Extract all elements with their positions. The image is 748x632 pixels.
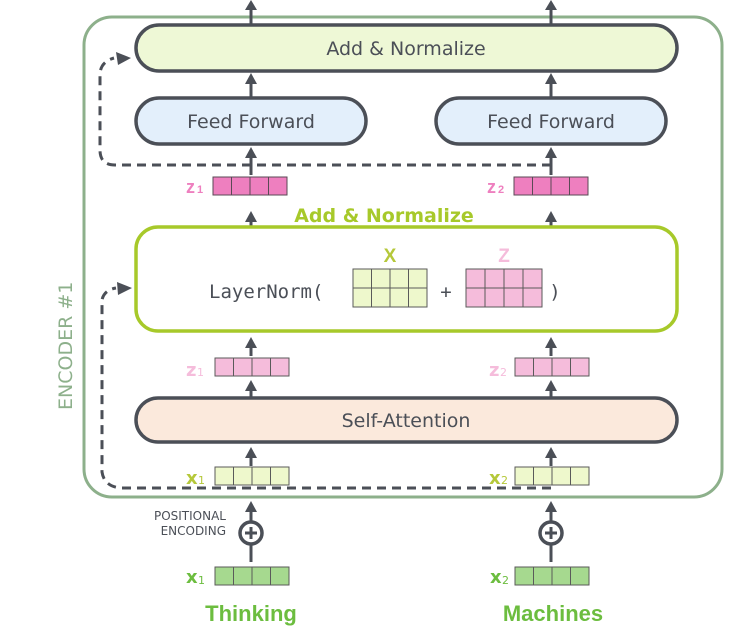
mid-add-normalize-title: Add & Normalize xyxy=(294,205,474,227)
positional-add-2 xyxy=(538,501,564,562)
arrow-head-icon xyxy=(245,147,257,158)
self-attention-label: Self-Attention xyxy=(342,410,471,432)
arrow-head-icon xyxy=(545,147,557,158)
positional-encoding-line1: POSITIONAL xyxy=(154,509,226,523)
arrow-head-icon xyxy=(245,337,257,348)
arrow-head-icon xyxy=(545,501,557,512)
x-symbol: x xyxy=(186,468,198,489)
z-symbol: z xyxy=(487,177,496,197)
x-symbol: x xyxy=(489,468,501,489)
z-symbol: z xyxy=(489,360,499,381)
z-subscript: 2 xyxy=(498,184,504,196)
z-top-vector-2: z 2 xyxy=(487,176,589,197)
encoder-container xyxy=(82,15,724,499)
arrow-head-icon xyxy=(245,501,257,512)
z-mid-vector-1: z 1 xyxy=(186,357,290,381)
arrow-head-icon xyxy=(545,0,557,10)
arrow-head-icon xyxy=(545,211,557,222)
z-symbol: z xyxy=(186,177,195,197)
z-mid-vector-2: z 2 xyxy=(489,357,590,381)
feed-forward-label-2: Feed Forward xyxy=(487,111,615,133)
x-input-vector-1: x 1 xyxy=(186,466,290,489)
z-subscript: 2 xyxy=(500,366,507,379)
x-embed-vector-1: x 1 xyxy=(186,566,290,588)
feed-forward-box-2 xyxy=(434,96,668,146)
arrow-head-icon xyxy=(116,52,131,65)
x-embed-vector-2: x 2 xyxy=(490,566,590,588)
positional-encoding-line2: ENCODING xyxy=(161,524,226,538)
x-subscript: 2 xyxy=(501,474,508,487)
feed-forward-label-1: Feed Forward xyxy=(187,111,315,133)
x-symbol: x xyxy=(186,567,198,588)
arrow-head-icon xyxy=(245,73,257,84)
word-thinking: Thinking xyxy=(205,601,297,626)
x-matrix-label: X xyxy=(384,246,397,267)
arrow-head-icon xyxy=(117,282,132,295)
top-add-normalize-box xyxy=(134,23,679,73)
encoder-label: ENCODER #1 xyxy=(55,282,77,410)
word-machines: Machines xyxy=(503,601,603,626)
residual-connection-top xyxy=(98,56,551,167)
residual-connection-bottom xyxy=(100,286,551,490)
self-attention-box xyxy=(134,396,679,444)
arrow-head-icon xyxy=(245,0,257,10)
z-top-vector-1: z 1 xyxy=(186,176,288,197)
close-paren: ) xyxy=(549,281,560,303)
arrow-head-icon xyxy=(245,211,257,222)
z-subscript: 1 xyxy=(197,366,204,379)
plus-sign: + xyxy=(440,281,451,303)
z-matrix-label: Z xyxy=(498,246,510,267)
arrow-head-icon xyxy=(545,380,557,391)
arrow-head-icon xyxy=(245,380,257,391)
arrow-head-icon xyxy=(545,337,557,348)
x-input-vector-2: x 2 xyxy=(489,466,590,489)
x-subscript: 2 xyxy=(502,574,509,587)
x-matrix xyxy=(352,268,428,308)
arrow-head-icon xyxy=(545,447,557,458)
arrow-head-icon xyxy=(245,447,257,458)
output-arrows xyxy=(245,0,557,26)
feed-forward-box-1 xyxy=(134,96,368,146)
layernorm-prefix: LayerNorm( xyxy=(209,281,323,303)
x-subscript: 1 xyxy=(198,574,205,587)
z-matrix xyxy=(465,268,543,308)
top-add-normalize-label: Add & Normalize xyxy=(326,38,485,60)
x-subscript: 1 xyxy=(198,474,205,487)
z-symbol: z xyxy=(186,360,196,381)
positional-add-1 xyxy=(238,501,264,562)
x-symbol: x xyxy=(490,567,502,588)
z-subscript: 1 xyxy=(197,184,203,196)
arrow-head-icon xyxy=(545,73,557,84)
